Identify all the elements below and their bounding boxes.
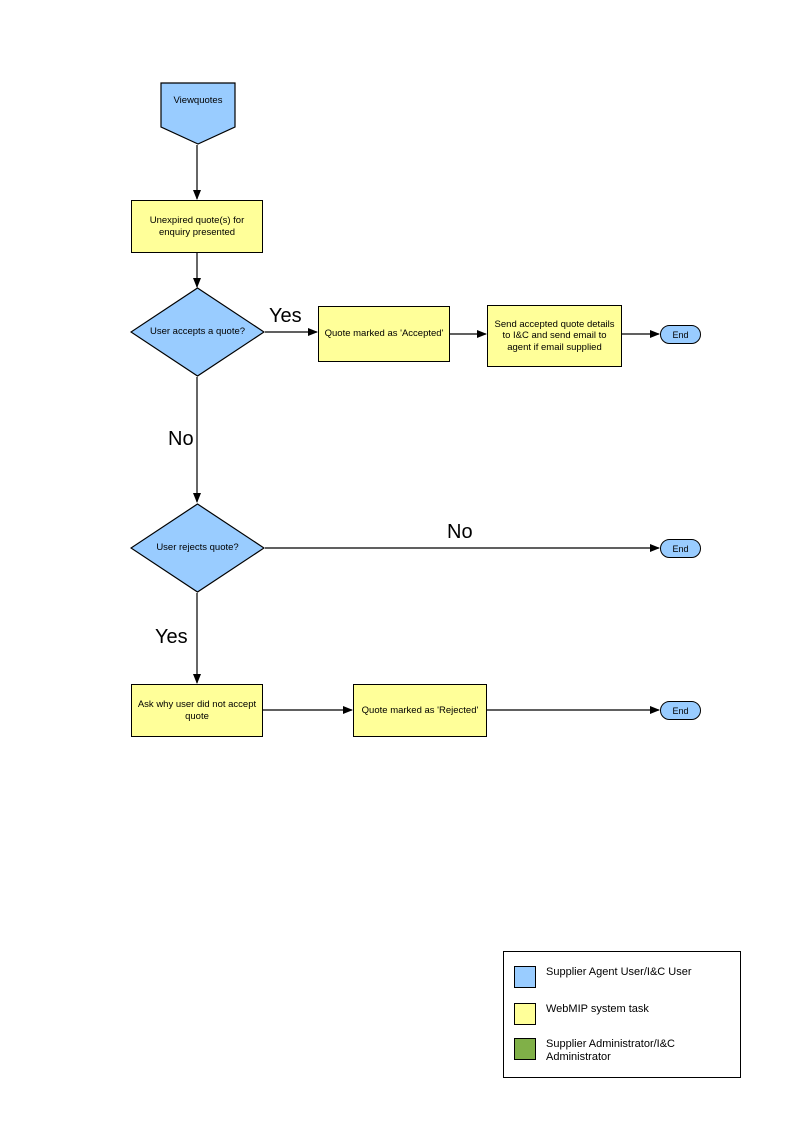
node-start-viewquotes[interactable]: Viewquotes	[160, 82, 236, 145]
node-decision-user-accepts[interactable]: User accepts a quote?	[130, 287, 265, 377]
node-send-accepted-details[interactable]: Send accepted quote details to I&C and s…	[487, 305, 622, 367]
node-decision-user-accepts-label: User accepts a quote?	[149, 326, 246, 338]
legend-swatch-webmip-system-task	[514, 1003, 536, 1025]
edge-label-accepts-yes: Yes	[269, 305, 302, 327]
legend-label-supplier-agent-user: Supplier Agent User/I&C User	[546, 966, 692, 978]
legend-panel: Supplier Agent User/I&C User WebMIP syst…	[503, 951, 741, 1078]
legend-item-supplier-administrator: Supplier Administrator/I&C Administrator	[514, 1038, 736, 1064]
pentagon-shape	[160, 82, 236, 145]
node-unexpired-quotes-label: Unexpired quote(s) for enquiry presented	[149, 215, 245, 238]
node-end-3[interactable]: End	[660, 701, 701, 720]
diamond-shape	[130, 287, 265, 377]
legend-item-supplier-agent-user: Supplier Agent User/I&C User	[514, 966, 692, 988]
diamond-shape	[130, 503, 265, 593]
node-decision-user-rejects-label: User rejects quote?	[156, 542, 239, 554]
node-quote-marked-rejected[interactable]: Quote marked as 'Rejected'	[353, 684, 487, 737]
edge-label-rejects-no: No	[447, 521, 473, 543]
edge-label-rejects-yes: Yes	[155, 626, 188, 648]
node-quote-marked-accepted[interactable]: Quote marked as 'Accepted'	[318, 306, 450, 362]
node-end-1[interactable]: End	[660, 325, 701, 344]
node-quote-marked-accepted-label: Quote marked as 'Accepted'	[324, 328, 444, 340]
node-end-2-label: End	[672, 543, 689, 554]
legend-swatch-supplier-agent-user	[514, 966, 536, 988]
legend-label-webmip-system-task: WebMIP system task	[546, 1003, 649, 1015]
node-decision-user-rejects[interactable]: User rejects quote?	[130, 503, 265, 593]
node-end-2[interactable]: End	[660, 539, 701, 558]
legend-label-supplier-administrator: Supplier Administrator/I&C Administrator	[546, 1038, 675, 1063]
edge-label-accepts-no: No	[168, 428, 194, 450]
legend-item-webmip-system-task: WebMIP system task	[514, 1003, 649, 1025]
node-end-1-label: End	[672, 329, 689, 340]
node-send-accepted-details-label: Send accepted quote details to I&C and s…	[494, 318, 615, 353]
legend-swatch-supplier-administrator	[514, 1038, 536, 1060]
node-quote-marked-rejected-label: Quote marked as 'Rejected'	[361, 704, 479, 716]
node-start-label: Viewquotes	[173, 94, 223, 106]
node-unexpired-quotes[interactable]: Unexpired quote(s) for enquiry presented	[131, 200, 263, 253]
node-ask-why-not-accepted-label: Ask why user did not accept quote	[137, 699, 257, 722]
node-ask-why-not-accepted[interactable]: Ask why user did not accept quote	[131, 684, 263, 737]
node-end-3-label: End	[672, 705, 689, 716]
